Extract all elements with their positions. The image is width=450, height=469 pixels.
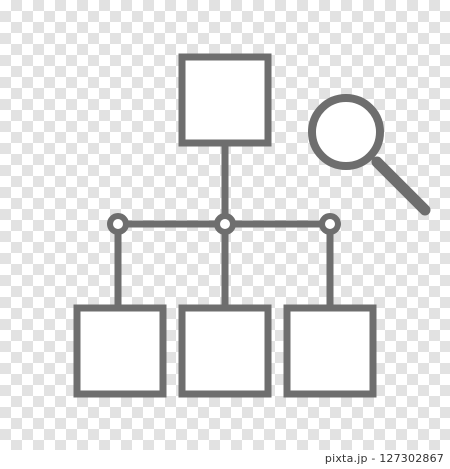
magnifier-handle — [371, 156, 431, 216]
right-junction-node — [319, 213, 341, 235]
hierarchy-chart-icon — [73, 53, 431, 398]
root-box — [178, 53, 272, 147]
middle-junction-node — [214, 213, 236, 235]
child-box-left — [73, 304, 167, 398]
footer-strip — [0, 450, 450, 469]
stock-id-label: pixta.jp - 127302867 — [324, 452, 444, 465]
magnifier-lens — [308, 94, 384, 170]
magnifying-glass-icon — [308, 94, 431, 216]
left-junction-node — [107, 213, 129, 235]
child-box-right — [283, 304, 377, 398]
child-box-middle — [178, 304, 272, 398]
